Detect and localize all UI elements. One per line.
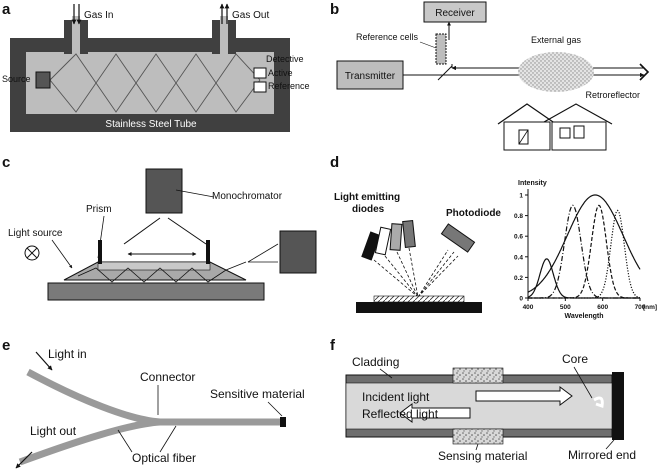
reference-cell	[435, 33, 447, 65]
gas-out-label: Gas Out	[232, 10, 269, 21]
spectrum-series-2	[528, 204, 640, 299]
source-label: Source	[2, 74, 31, 84]
led-1	[361, 231, 381, 261]
x-tick-label: 700	[635, 304, 646, 311]
sensing-material-label: Sensing material	[438, 449, 527, 463]
external-gas-label: External gas	[531, 35, 582, 45]
houses-icon	[497, 103, 613, 151]
reference-cells-label: Reference cells	[356, 32, 419, 42]
y-tick-label: 0.8	[514, 213, 523, 220]
spectrum-chart: 400 500 600 700[nm] 0 0.2 0.4 0.6 0.8 1 IntensityW…	[514, 180, 657, 320]
light-out-label: Light out	[30, 424, 77, 438]
monochromator-side	[279, 230, 317, 274]
light-in-label: Light in	[48, 347, 87, 361]
light-path-c	[77, 261, 247, 283]
reference-label: Reference	[268, 81, 310, 91]
monochromator-label: Monochromator	[212, 191, 283, 202]
light-out-arrow	[15, 451, 33, 469]
transmitter-box	[336, 60, 404, 90]
gas-in-label: Gas In	[84, 10, 113, 21]
connector-label: Connector	[140, 370, 195, 384]
mirrored-end-label: Mirrored end	[568, 448, 636, 462]
photodiode-label: Photodiode	[446, 208, 501, 219]
sensing-material-bottom	[452, 428, 504, 445]
x-axis-label: Wavelength	[564, 313, 603, 320]
spectrum-series-4	[528, 209, 641, 299]
base-plate	[47, 282, 265, 301]
leds-label-1: Light emitting	[334, 192, 400, 203]
light-path-a	[49, 53, 261, 113]
receiver-box	[423, 1, 487, 23]
reflection-icon	[593, 396, 604, 408]
retroreflector-label: Retroreflector	[585, 90, 640, 100]
panel-a-letter: a	[2, 1, 11, 18]
optical-fiber-label: Optical fiber	[132, 451, 196, 465]
receiver-label: Receiver	[435, 8, 475, 19]
led-4	[402, 219, 416, 249]
mirrored-end	[612, 372, 624, 440]
x-tick-label: 400	[523, 304, 534, 311]
y-axis-label: Intensity	[518, 180, 547, 187]
prism-label: Prism	[86, 204, 112, 215]
reflected-light-label: Reflected light	[362, 407, 439, 421]
x-tick-label: 600	[597, 304, 608, 311]
monochromator-top	[145, 168, 183, 214]
reflected-arrow	[399, 403, 471, 423]
light-in-arrow	[35, 351, 53, 371]
detective-label: Detective	[266, 54, 304, 64]
panel-f-letter: f	[330, 337, 336, 354]
panel-e: e Light in Connector Sensitive material …	[2, 337, 305, 469]
source-block	[35, 71, 51, 89]
panel-d-letter: d	[330, 154, 339, 171]
gas-cell	[26, 52, 274, 114]
light-source-label: Light source	[8, 228, 63, 239]
tube-label: Stainless Steel Tube	[105, 119, 197, 130]
sample-film	[373, 295, 465, 303]
cladding-label: Cladding	[352, 355, 399, 369]
sensitive-material-tip	[280, 417, 286, 427]
panel-b-letter: b	[330, 1, 339, 18]
y-tick-label: 0.6	[514, 234, 523, 241]
light-rays-d	[373, 247, 459, 298]
x-unit-label: [nm]	[643, 304, 657, 311]
gas-out-channel	[220, 16, 228, 56]
led-3	[389, 223, 403, 251]
leds-label-2: diodes	[352, 204, 385, 215]
y-tick-label: 0.2	[514, 275, 523, 282]
panel-b: b Receiver Reference cells Transmitter E…	[330, 1, 650, 151]
panel-a: a Gas In Gas Out Source Detective Active…	[2, 1, 310, 132]
substrate	[356, 302, 482, 313]
panel-c-letter: c	[2, 154, 10, 171]
panel-c: c Monochromator Prism Light source	[2, 154, 317, 301]
panel-e-letter: e	[2, 337, 10, 354]
panel-d: d Light emitting diodes Photodiode 400 50…	[330, 154, 657, 320]
spectrum-series-3	[528, 204, 640, 299]
spectrum-series-5	[527, 194, 641, 293]
x-tick-label: 500	[560, 304, 571, 311]
beam-splitter	[437, 65, 453, 81]
y-tick-label: 0	[519, 296, 523, 303]
photodiode	[440, 223, 476, 253]
external-gas-cloud	[518, 52, 594, 92]
active-label: Active	[268, 68, 293, 78]
transmitter-label: Transmitter	[345, 71, 396, 82]
gas-in-channel	[72, 16, 80, 56]
y-tick-label: 0.4	[514, 254, 523, 261]
led-2	[374, 226, 392, 256]
sensitive-material-label: Sensitive material	[210, 387, 305, 401]
fiber-out	[18, 418, 161, 466]
detector-active	[253, 67, 267, 79]
core-label: Core	[562, 352, 588, 366]
incident-light-label: Incident light	[362, 390, 430, 404]
sensing-material-top	[452, 367, 504, 384]
incident-arrow	[475, 386, 573, 406]
panel-f: f Cladding Core Incident light Reflected…	[330, 337, 636, 463]
y-tick-label: 1	[519, 193, 523, 200]
detector-reference	[253, 81, 267, 93]
retroreflector	[639, 63, 650, 81]
